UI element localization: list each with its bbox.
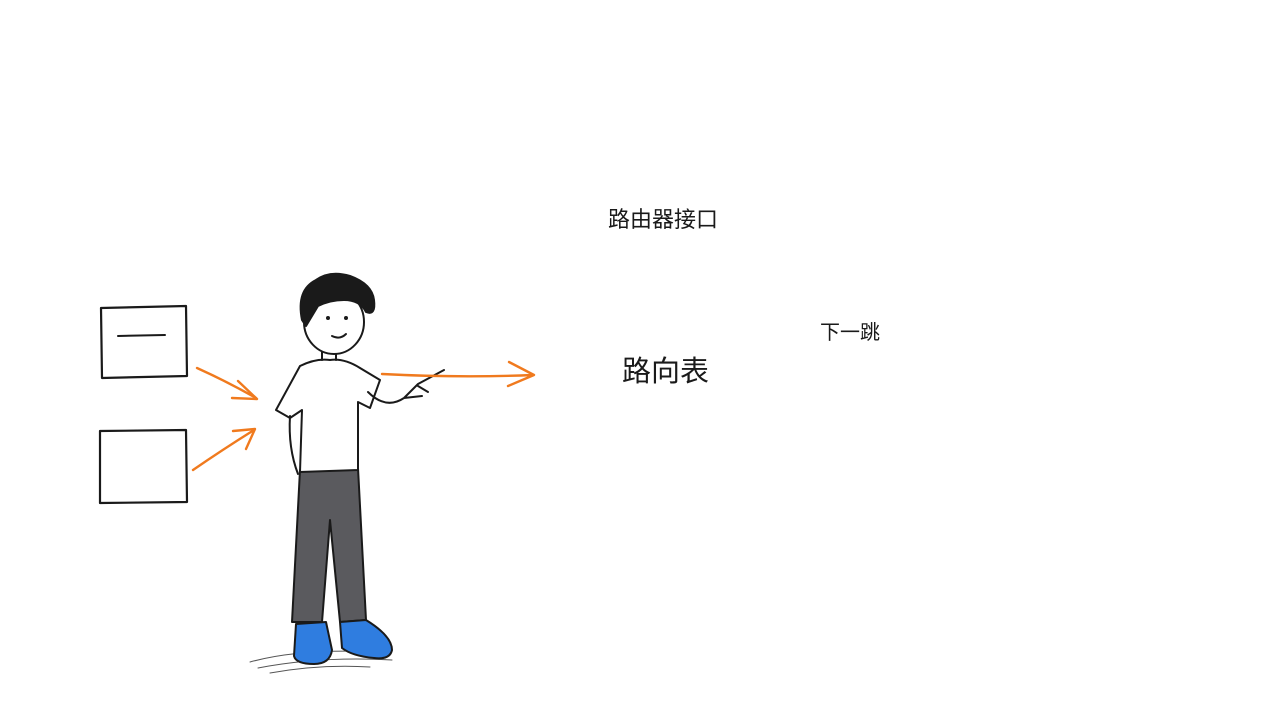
left-shoe [293, 621, 333, 665]
pants [291, 467, 367, 623]
input-box-bottom [98, 428, 189, 505]
arrow-person-to-router [380, 360, 536, 388]
right-shoe [339, 619, 393, 660]
shirt [275, 358, 381, 473]
hair [299, 272, 376, 327]
arrow-box-top-to-person [195, 366, 259, 401]
arrow-box-bottom-to-person [191, 427, 257, 472]
input-box-top [99, 304, 189, 380]
router-interface-label: 路由器接口 [608, 208, 719, 233]
left-arm [288, 415, 299, 475]
person-figure [249, 272, 445, 674]
routing-table-label: 路向表 [622, 354, 710, 388]
next-hop-label: 下一跳 [820, 320, 880, 344]
pointing-arm [367, 369, 445, 404]
